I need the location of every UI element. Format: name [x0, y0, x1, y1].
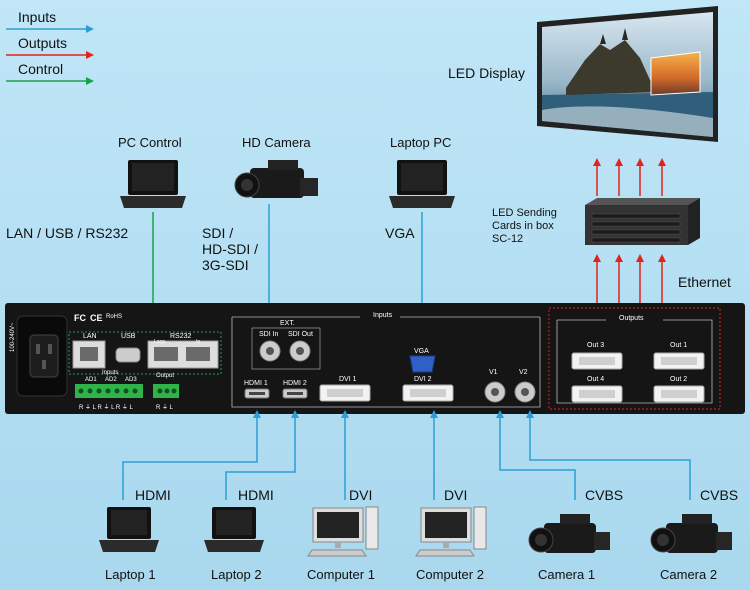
rs232-loop-label: Loop: [154, 339, 166, 345]
hd-camera-icon: [234, 160, 318, 198]
cvbs-label-1: CVBS: [585, 487, 624, 503]
ext-label: EXT.: [280, 320, 295, 327]
led-sending-box-icon: [585, 198, 700, 245]
rs232-in-label: In: [196, 339, 201, 345]
audio-ad1-label: AD1: [85, 377, 97, 383]
camera-1-icon: [528, 514, 610, 553]
dvi1-port-label: DVI 1: [339, 376, 357, 383]
dvi2-port-label: DVI 2: [414, 376, 432, 383]
sdi-label-line2: HD-SDI /: [202, 241, 258, 257]
sending-label-line2: Cards in box: [492, 220, 554, 232]
rs232-port-label: RS232: [170, 333, 192, 340]
sdi-label-line3: 3G-SDI: [202, 257, 249, 273]
vga-label: VGA: [385, 225, 415, 241]
camera-1-label: Camera 1: [538, 567, 596, 582]
out4-port-label: Out 4: [587, 376, 605, 383]
audio-inputs-label: Inputs: [102, 370, 119, 376]
hdmi2-port-label: HDMI 2: [283, 380, 307, 387]
audio-out-rl-label: R ⏚ L: [156, 405, 174, 411]
cert-fc: FC: [74, 313, 86, 323]
sdi-out-label: SDI Out: [288, 331, 313, 338]
legend-control-label: Control: [18, 61, 64, 77]
ethernet-label: Ethernet: [678, 274, 731, 290]
led-display-label: LED Display: [448, 65, 526, 81]
led-display-icon: [537, 6, 718, 142]
sending-label-line1: LED Sending: [492, 207, 557, 219]
audio-ad3-label: AD3: [125, 377, 137, 383]
audio-ad2-label: AD2: [105, 377, 117, 383]
cert-ce: CE: [90, 313, 103, 323]
camera-2-icon: [650, 514, 732, 553]
out1-port-label: Out 1: [670, 342, 688, 349]
video-processor-rear-panel: [5, 303, 745, 414]
hdmi-label-2: HDMI: [238, 487, 274, 503]
laptop-2-icon: [204, 507, 264, 552]
vga-port-label: VGA: [414, 348, 429, 355]
v1-port-label: V1: [489, 369, 498, 376]
hd-camera-label: HD Camera: [242, 135, 311, 150]
hdmi-label-1: HDMI: [135, 487, 171, 503]
cert-rohs: RoHS: [106, 314, 123, 320]
audio-output-label: Output: [156, 373, 175, 379]
pc-control-laptop-icon: [120, 160, 186, 208]
pc-control-label: PC Control: [118, 135, 182, 150]
audio-rl-labels: R ⏚ L R ⏚ L R ⏚ L: [79, 405, 133, 411]
outputs-title: Outputs: [619, 315, 644, 322]
computer-2-label: Computer 2: [416, 567, 484, 582]
computer-1-label: Computer 1: [307, 567, 375, 582]
sdi-in-label: SDI In: [259, 331, 279, 338]
computer-1-icon: [307, 506, 379, 557]
laptop-pc-icon: [389, 160, 455, 208]
laptop-1-label: Laptop 1: [105, 567, 156, 582]
legend-inputs-label: Inputs: [18, 9, 57, 25]
lan-port-label: LAN: [83, 333, 97, 340]
out3-port-label: Out 3: [587, 342, 605, 349]
v2-port-label: V2: [519, 369, 528, 376]
sdi-label-line1: SDI /: [202, 225, 234, 241]
computer-2-icon: [415, 506, 487, 557]
camera-2-label: Camera 2: [660, 567, 718, 582]
laptop-1-icon: [99, 507, 159, 552]
laptop-pc-label: Laptop PC: [390, 135, 452, 150]
power-rating: 100-240V~: [10, 322, 16, 352]
inputs-title: Inputs: [373, 312, 393, 319]
lan-usb-rs232-label: LAN / USB / RS232: [6, 225, 129, 241]
dvi-label-2: DVI: [444, 487, 468, 503]
laptop-2-label: Laptop 2: [211, 567, 262, 582]
cvbs-label-2: CVBS: [700, 487, 739, 503]
hdmi1-port-label: HDMI 1: [244, 380, 268, 387]
out2-port-label: Out 2: [670, 376, 688, 383]
legend-outputs-label: Outputs: [18, 35, 68, 51]
sending-label-line3: SC-12: [492, 233, 524, 245]
usb-port-label: USB: [121, 333, 136, 340]
dvi-label-1: DVI: [349, 487, 373, 503]
